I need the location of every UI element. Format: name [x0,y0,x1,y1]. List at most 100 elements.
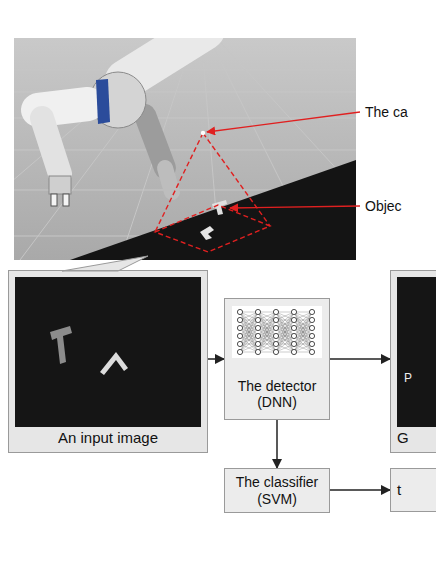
network-unit [309,325,314,330]
network-unit [237,317,242,322]
node-text: G [397,429,409,446]
callout-label: The ca [365,104,408,120]
gripper-finger [51,194,57,206]
robot-link [125,38,205,80]
network-unit [237,333,242,338]
network-unit [309,317,314,322]
network-link [258,312,276,352]
node-text: t [397,481,401,498]
network-unit [255,333,260,338]
zoom-pointer [62,256,148,271]
callout-label: Objec [365,198,402,214]
image-panel: An input image [8,270,208,453]
camera-point [201,131,205,135]
network-unit [309,341,314,346]
camera-frustum [155,133,270,252]
network-unit [237,325,242,330]
robot-link [165,168,172,192]
network-link [258,328,276,352]
render-view [14,38,356,260]
network-link [276,312,294,352]
box-ground [224,468,330,512]
panel-ground [8,270,208,453]
flow-arrow [276,420,278,468]
robot-link [42,118,60,174]
network-link [276,328,294,352]
network-icon [237,309,314,354]
frustum-line [155,133,203,232]
network-unit [273,333,278,338]
network-link [294,312,312,336]
network-link [240,312,258,352]
network-unit [237,349,242,354]
network-unit [291,349,296,354]
network-link [258,312,276,336]
network-link [258,312,276,336]
network-unit [237,341,242,346]
network-link [276,312,294,352]
network-link [240,312,258,352]
output-image [397,277,436,427]
network-unit [273,349,278,354]
image-panel: G [390,270,436,453]
flow-arrow [330,358,390,360]
network-link [240,328,258,352]
network-unit [291,309,296,314]
network-unit [273,309,278,314]
input-image [15,277,201,427]
network-unit [309,309,314,314]
process-box: The classifier (SVM) [224,468,330,513]
table-top [70,160,356,260]
network-unit [255,309,260,314]
network-unit [291,325,296,330]
box-ground [224,298,330,420]
grid-line [14,70,356,71]
process-box: The detector (DNN) [224,298,330,420]
box-ground [390,468,436,512]
gripper-finger [63,194,69,206]
flow-arrow [330,489,390,491]
network-unit [237,309,242,314]
image-shape [50,326,72,364]
network-unit [255,317,260,322]
network-link [240,328,258,352]
network-unit [291,333,296,338]
network-unit [291,341,296,346]
object-shape [200,226,214,240]
image-letter: P [404,372,412,386]
robot-gripper [49,176,71,194]
node-text: The detector (DNN) [232,378,322,410]
network-link [294,312,312,336]
leader-arrow [230,206,360,208]
grid-line [14,150,356,151]
robot-joint [90,72,146,128]
render-ground [14,38,356,260]
node-text: The classifier (SVM) [231,474,323,506]
network-link [294,312,312,352]
network-unit [291,317,296,322]
network-unit [255,349,260,354]
network-link [276,312,294,336]
process-box: t [390,468,436,512]
network-link [258,328,276,352]
node-text: An input image [58,429,158,446]
network-link [240,312,258,336]
image-shape [100,352,128,375]
network-link [294,328,312,352]
network-unit [273,341,278,346]
network-unit [309,333,314,338]
network-link [294,328,312,352]
floor-grid [14,38,356,260]
view-region [155,205,270,252]
robot-link [145,115,165,168]
network-unit [255,325,260,330]
network-link [276,312,294,336]
robot-band [96,79,110,124]
network-unit [273,317,278,322]
network-link [258,312,276,352]
network-unit [255,341,260,346]
leader-arrow [207,112,360,132]
network-link [276,328,294,352]
